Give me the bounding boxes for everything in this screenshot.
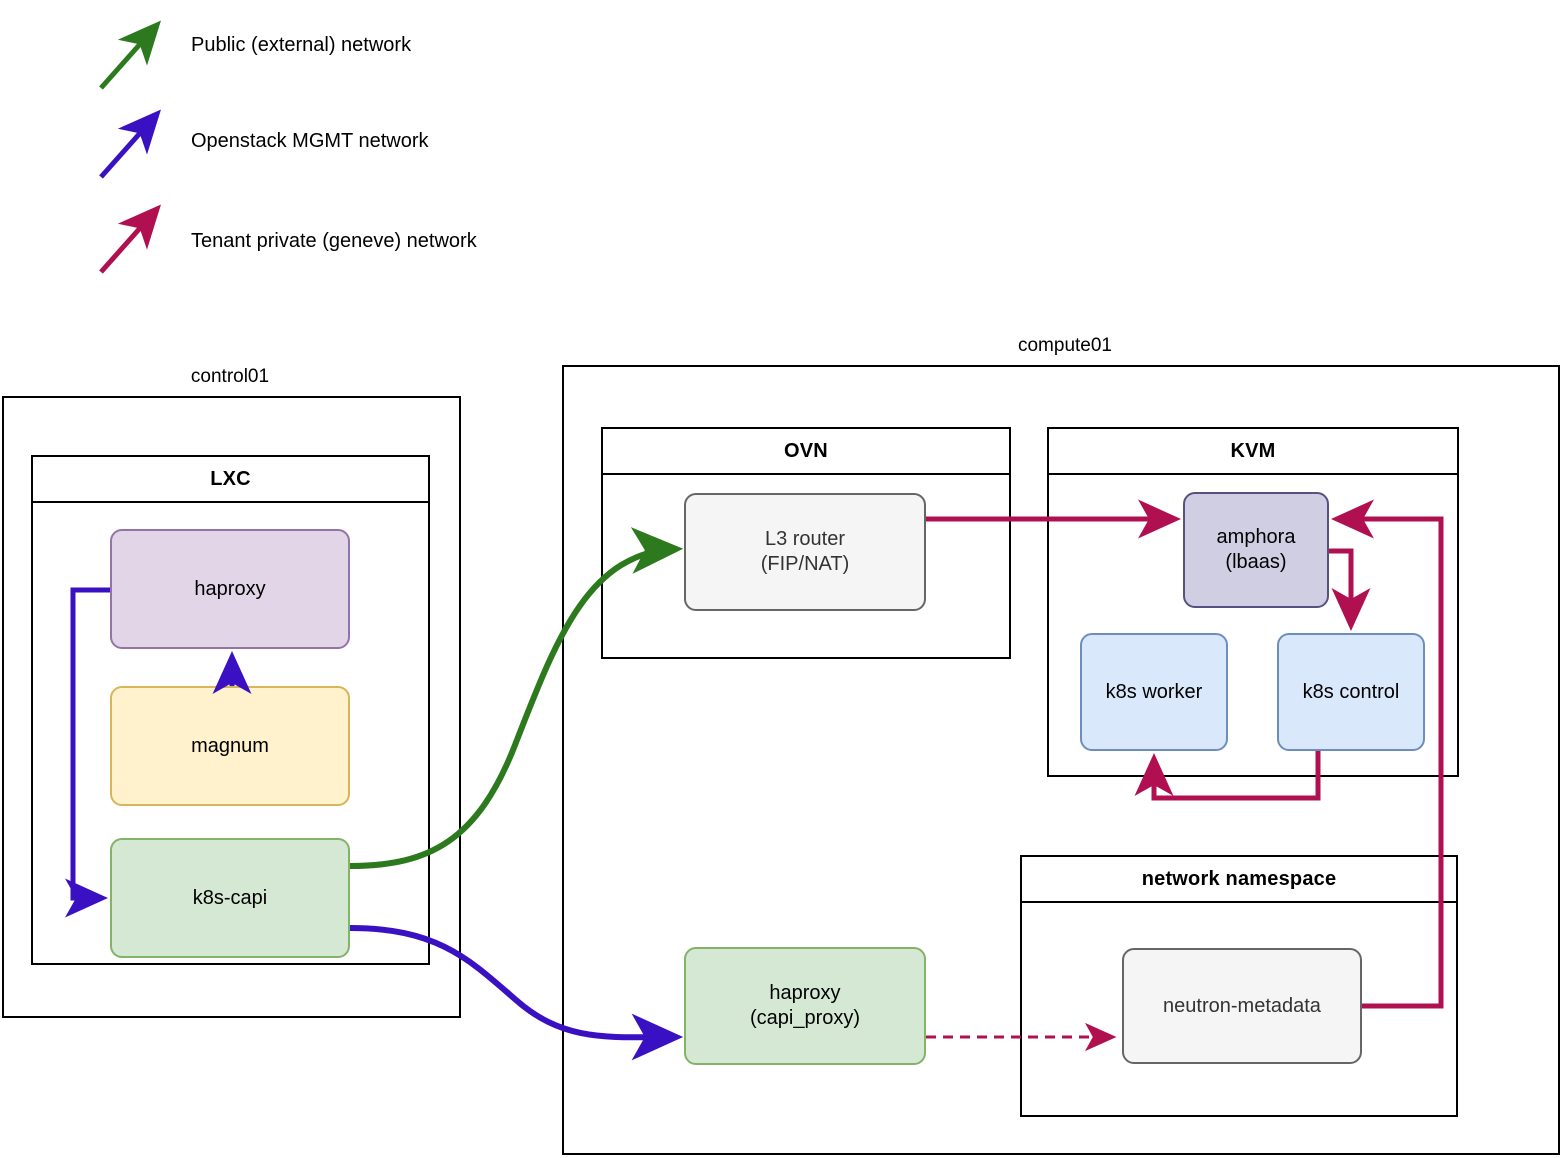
node-l3-router[interactable]: L3 router (FIP/NAT) (684, 493, 926, 611)
legend-arrow-tenant-icon (99, 204, 161, 274)
node-magnum[interactable]: magnum (110, 686, 350, 806)
legend-arrow-mgmt-icon (99, 109, 161, 179)
group-title-lxc: LXC (33, 457, 428, 503)
node-k8s-capi[interactable]: k8s-capi (110, 838, 350, 958)
node-haproxy[interactable]: haproxy (110, 529, 350, 649)
legend-label-mgmt: Openstack MGMT network (191, 130, 429, 152)
group-title-ovn: OVN (603, 429, 1009, 475)
host-label-compute01: compute01 (1017, 335, 1112, 356)
node-amphora[interactable]: amphora (lbaas) (1183, 492, 1329, 608)
legend-label-tenant: Tenant private (geneve) network (191, 230, 477, 252)
group-title-network-namespace: network namespace (1022, 857, 1456, 903)
node-haproxy-capi-proxy[interactable]: haproxy (capi_proxy) (684, 947, 926, 1065)
legend-arrow-public-icon (99, 20, 161, 90)
node-k8s-worker[interactable]: k8s worker (1080, 633, 1228, 751)
legend-label-public: Public (external) network (191, 34, 412, 56)
host-label-control01: control01 (190, 366, 270, 387)
node-k8s-control[interactable]: k8s control (1277, 633, 1425, 751)
node-neutron-metadata[interactable]: neutron-metadata (1122, 948, 1362, 1064)
group-title-kvm: KVM (1049, 429, 1457, 475)
